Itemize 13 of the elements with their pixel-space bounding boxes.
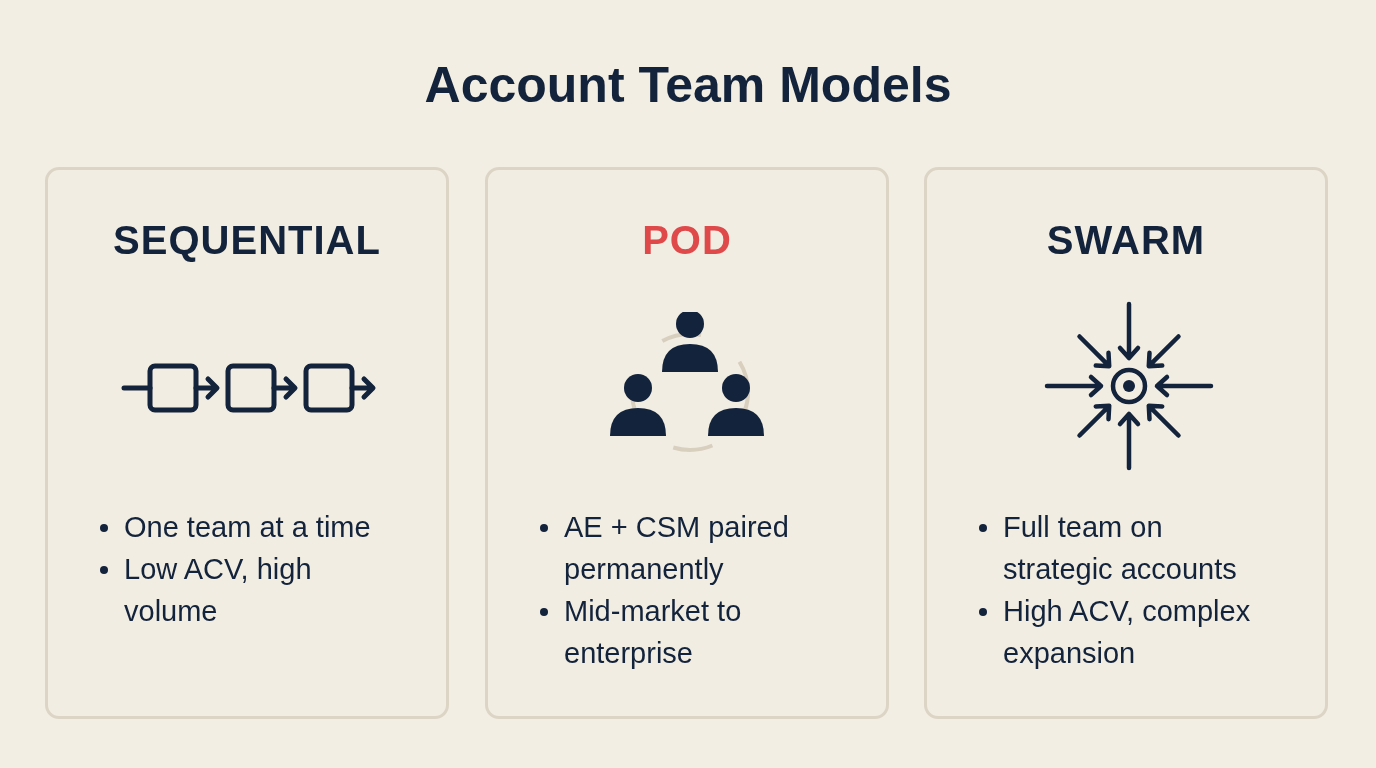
bullet-point: Mid-market to enterprise: [538, 590, 818, 674]
card-heading: POD: [641, 218, 733, 263]
bullet-point: Full team on strategic accounts: [977, 506, 1257, 590]
card-heading: SWARM: [1045, 218, 1207, 263]
model-card: [45, 167, 449, 719]
model-card: [485, 167, 889, 719]
card-heading: SEQUENTIAL: [112, 218, 382, 263]
model-card: [924, 167, 1328, 719]
bullet-point: High ACV, complex expansion: [977, 590, 1257, 674]
bullet-point: One team at a time: [98, 506, 378, 548]
bullet-point: Low ACV, high volume: [98, 548, 378, 632]
title: Account Team Models: [423, 56, 953, 114]
bullet-point: AE + CSM paired permanently: [538, 506, 818, 590]
